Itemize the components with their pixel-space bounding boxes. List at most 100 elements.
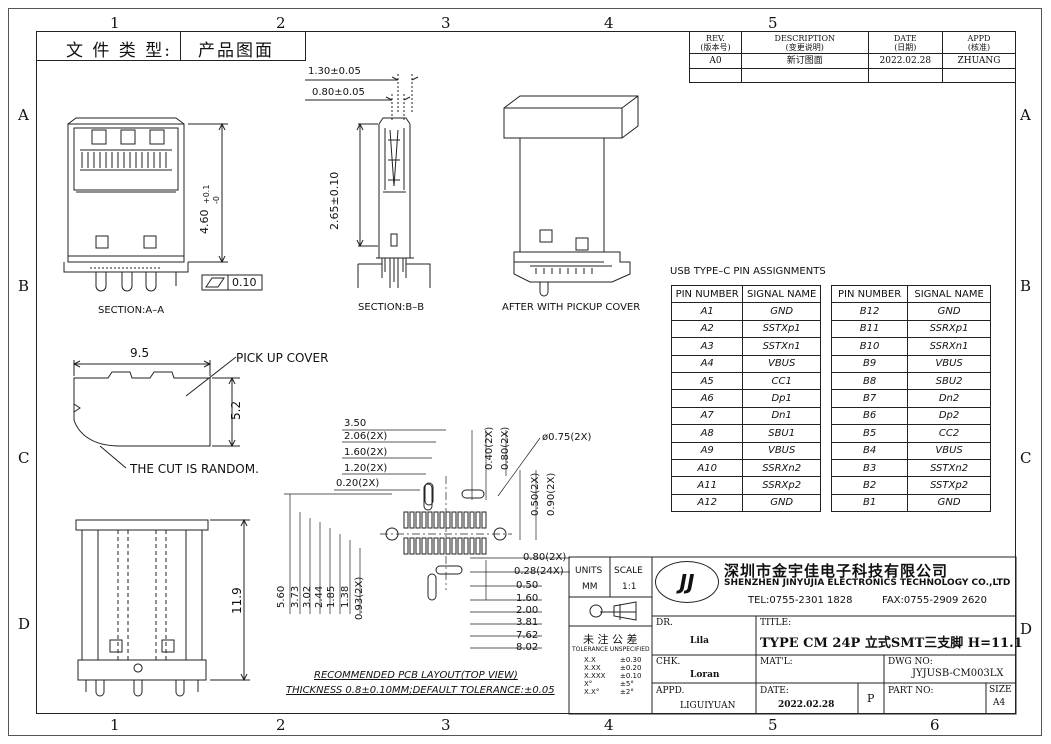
signal-name: GND: [907, 493, 991, 513]
grid-right-c: C: [1020, 449, 1032, 467]
dwg-value: JYJUSB-CM003LX: [912, 668, 1004, 679]
units-value: MM: [582, 582, 598, 592]
dim-0-80: 0.80±0.05: [312, 87, 365, 98]
pcb-v-3-73: 3.73: [290, 585, 301, 608]
grid-left-d: D: [18, 615, 31, 633]
grid-right-d: D: [1020, 620, 1033, 638]
pin-number: A10: [670, 458, 744, 478]
pin-number: B11: [830, 319, 909, 339]
size-label: SIZE: [989, 685, 1012, 695]
grid-bottom-3: 3: [441, 716, 451, 734]
section-b-label: SECTION:B–B: [358, 302, 425, 313]
pcb-dim-0-20: 0.20(2X): [336, 478, 380, 489]
chk-value: Loran: [690, 670, 720, 680]
pin-number: A5: [670, 371, 744, 391]
pcb-v-5-60: 5.60: [276, 585, 287, 608]
tolerance-en: TOLERANCE UNSPECIFIED: [572, 646, 650, 653]
pin-number: B2: [830, 476, 909, 495]
signal-name: SBU1: [742, 424, 821, 443]
company-logo: JJ: [655, 561, 719, 603]
signal-name: VBUS: [907, 441, 991, 460]
signal-name: Dp2: [907, 406, 991, 426]
units-label: UNITS: [575, 566, 603, 576]
pin-number: A3: [670, 337, 744, 356]
appd-label: APPD.: [656, 686, 685, 696]
dim-1-30: 1.30±0.05: [308, 66, 361, 77]
pin-number: A9: [670, 441, 744, 460]
dim-4-60-tol-dn: -0: [212, 196, 221, 204]
doc-type-box: [36, 31, 306, 61]
pcb-dim-3-50: 3.50: [344, 418, 367, 429]
pin-b-header-sig: SIGNAL NAME: [907, 284, 991, 304]
signal-name: SSRXp2: [742, 476, 821, 495]
grid-bottom-2: 2: [276, 716, 286, 734]
rev-h-cn: (版本号): [700, 42, 731, 52]
p-label: P: [867, 692, 875, 705]
grid-top-4: 4: [604, 14, 614, 32]
pcb-v-2-44: 2.44: [314, 585, 325, 608]
tolerance-format: X°: [584, 680, 593, 688]
tolerance-format: X.X: [584, 656, 596, 664]
tolerance-row: X.X° ±2°: [584, 688, 641, 696]
tolerance-value: ±0.10: [620, 672, 642, 680]
tolerance-format: X.X°: [584, 688, 600, 696]
pickup-cover-view: [503, 95, 639, 297]
revision-table: REV.(版本号) DESCRIPTION(变更说明) DATE(日期) APP…: [689, 31, 1017, 83]
pcb-dim-0-80-r: 0.80(2X): [523, 552, 567, 563]
grid-left-a: A: [18, 106, 29, 124]
tolerance-row: X.XXX±0.10: [584, 672, 641, 680]
tolerance-value: ±2°: [620, 688, 634, 696]
tolerance-value: ±0.20: [620, 664, 642, 672]
pcb-v-1-38: 1.38: [340, 585, 351, 608]
title-label: TITLE:: [760, 618, 792, 628]
company-en: SHENZHEN JINYUJIA ELECTRONICS TECHNOLOGY…: [724, 578, 1011, 588]
pcb-dim-0-40: 0.40(2X): [484, 426, 495, 470]
height-5-2: 5.2: [229, 400, 243, 420]
signal-name: CC1: [742, 371, 821, 391]
size-value: A4: [993, 698, 1006, 708]
company-fax: FAX:0755-2909 2620: [882, 595, 988, 606]
cut-random-label: THE CUT IS RANDOM.: [130, 462, 259, 476]
pin-number: A11: [670, 476, 744, 495]
pin-number: B4: [830, 441, 909, 460]
pcb-dim-3-81: 3.81: [516, 617, 539, 628]
tolerance-value: ±5°: [620, 680, 634, 688]
after-cover-label: AFTER WITH PICKUP COVER: [502, 302, 641, 313]
date-label: DATE:: [760, 686, 789, 696]
pcb-dim-0-50: 0.50: [516, 580, 539, 591]
signal-name: Dn2: [907, 389, 991, 408]
drawing-frame: [36, 31, 1016, 714]
grid-bottom-1: 1: [110, 716, 120, 734]
pin-b-header-num: PIN NUMBER: [830, 284, 909, 304]
signal-name: GND: [907, 302, 991, 321]
date-h-en: DATE: [893, 33, 917, 43]
dim-4-60: 4.60: [198, 209, 211, 235]
scale-value: 1:1: [622, 582, 637, 592]
signal-name: SSTXp2: [907, 476, 991, 495]
signal-name: SSTXp1: [742, 319, 821, 339]
pcb-dim-1-60: 1.60(2X): [344, 447, 388, 458]
pcb-v-0-93: 0.93(2X): [354, 576, 365, 620]
pin-number: A7: [670, 406, 744, 426]
signal-name: SBU2: [907, 371, 991, 391]
scale-label: SCALE: [614, 566, 643, 576]
pcb-layout: [284, 429, 570, 649]
grid-top-1: 1: [110, 14, 120, 32]
signal-name: SSRXn2: [742, 458, 821, 478]
pcb-dim-dia: ø0.75(2X): [542, 432, 592, 443]
pcb-v-3-02: 3.02: [302, 585, 313, 608]
pcb-dim-0-80-top: 0.80(2X): [500, 426, 511, 470]
grid-top-3: 3: [441, 14, 451, 32]
pin-a-header-sig: SIGNAL NAME: [742, 284, 821, 304]
pin-number: B12: [830, 302, 909, 321]
signal-name: SSTXn2: [907, 458, 991, 478]
chk-label: CHK.: [656, 657, 681, 667]
pin-number: B10: [830, 337, 909, 356]
